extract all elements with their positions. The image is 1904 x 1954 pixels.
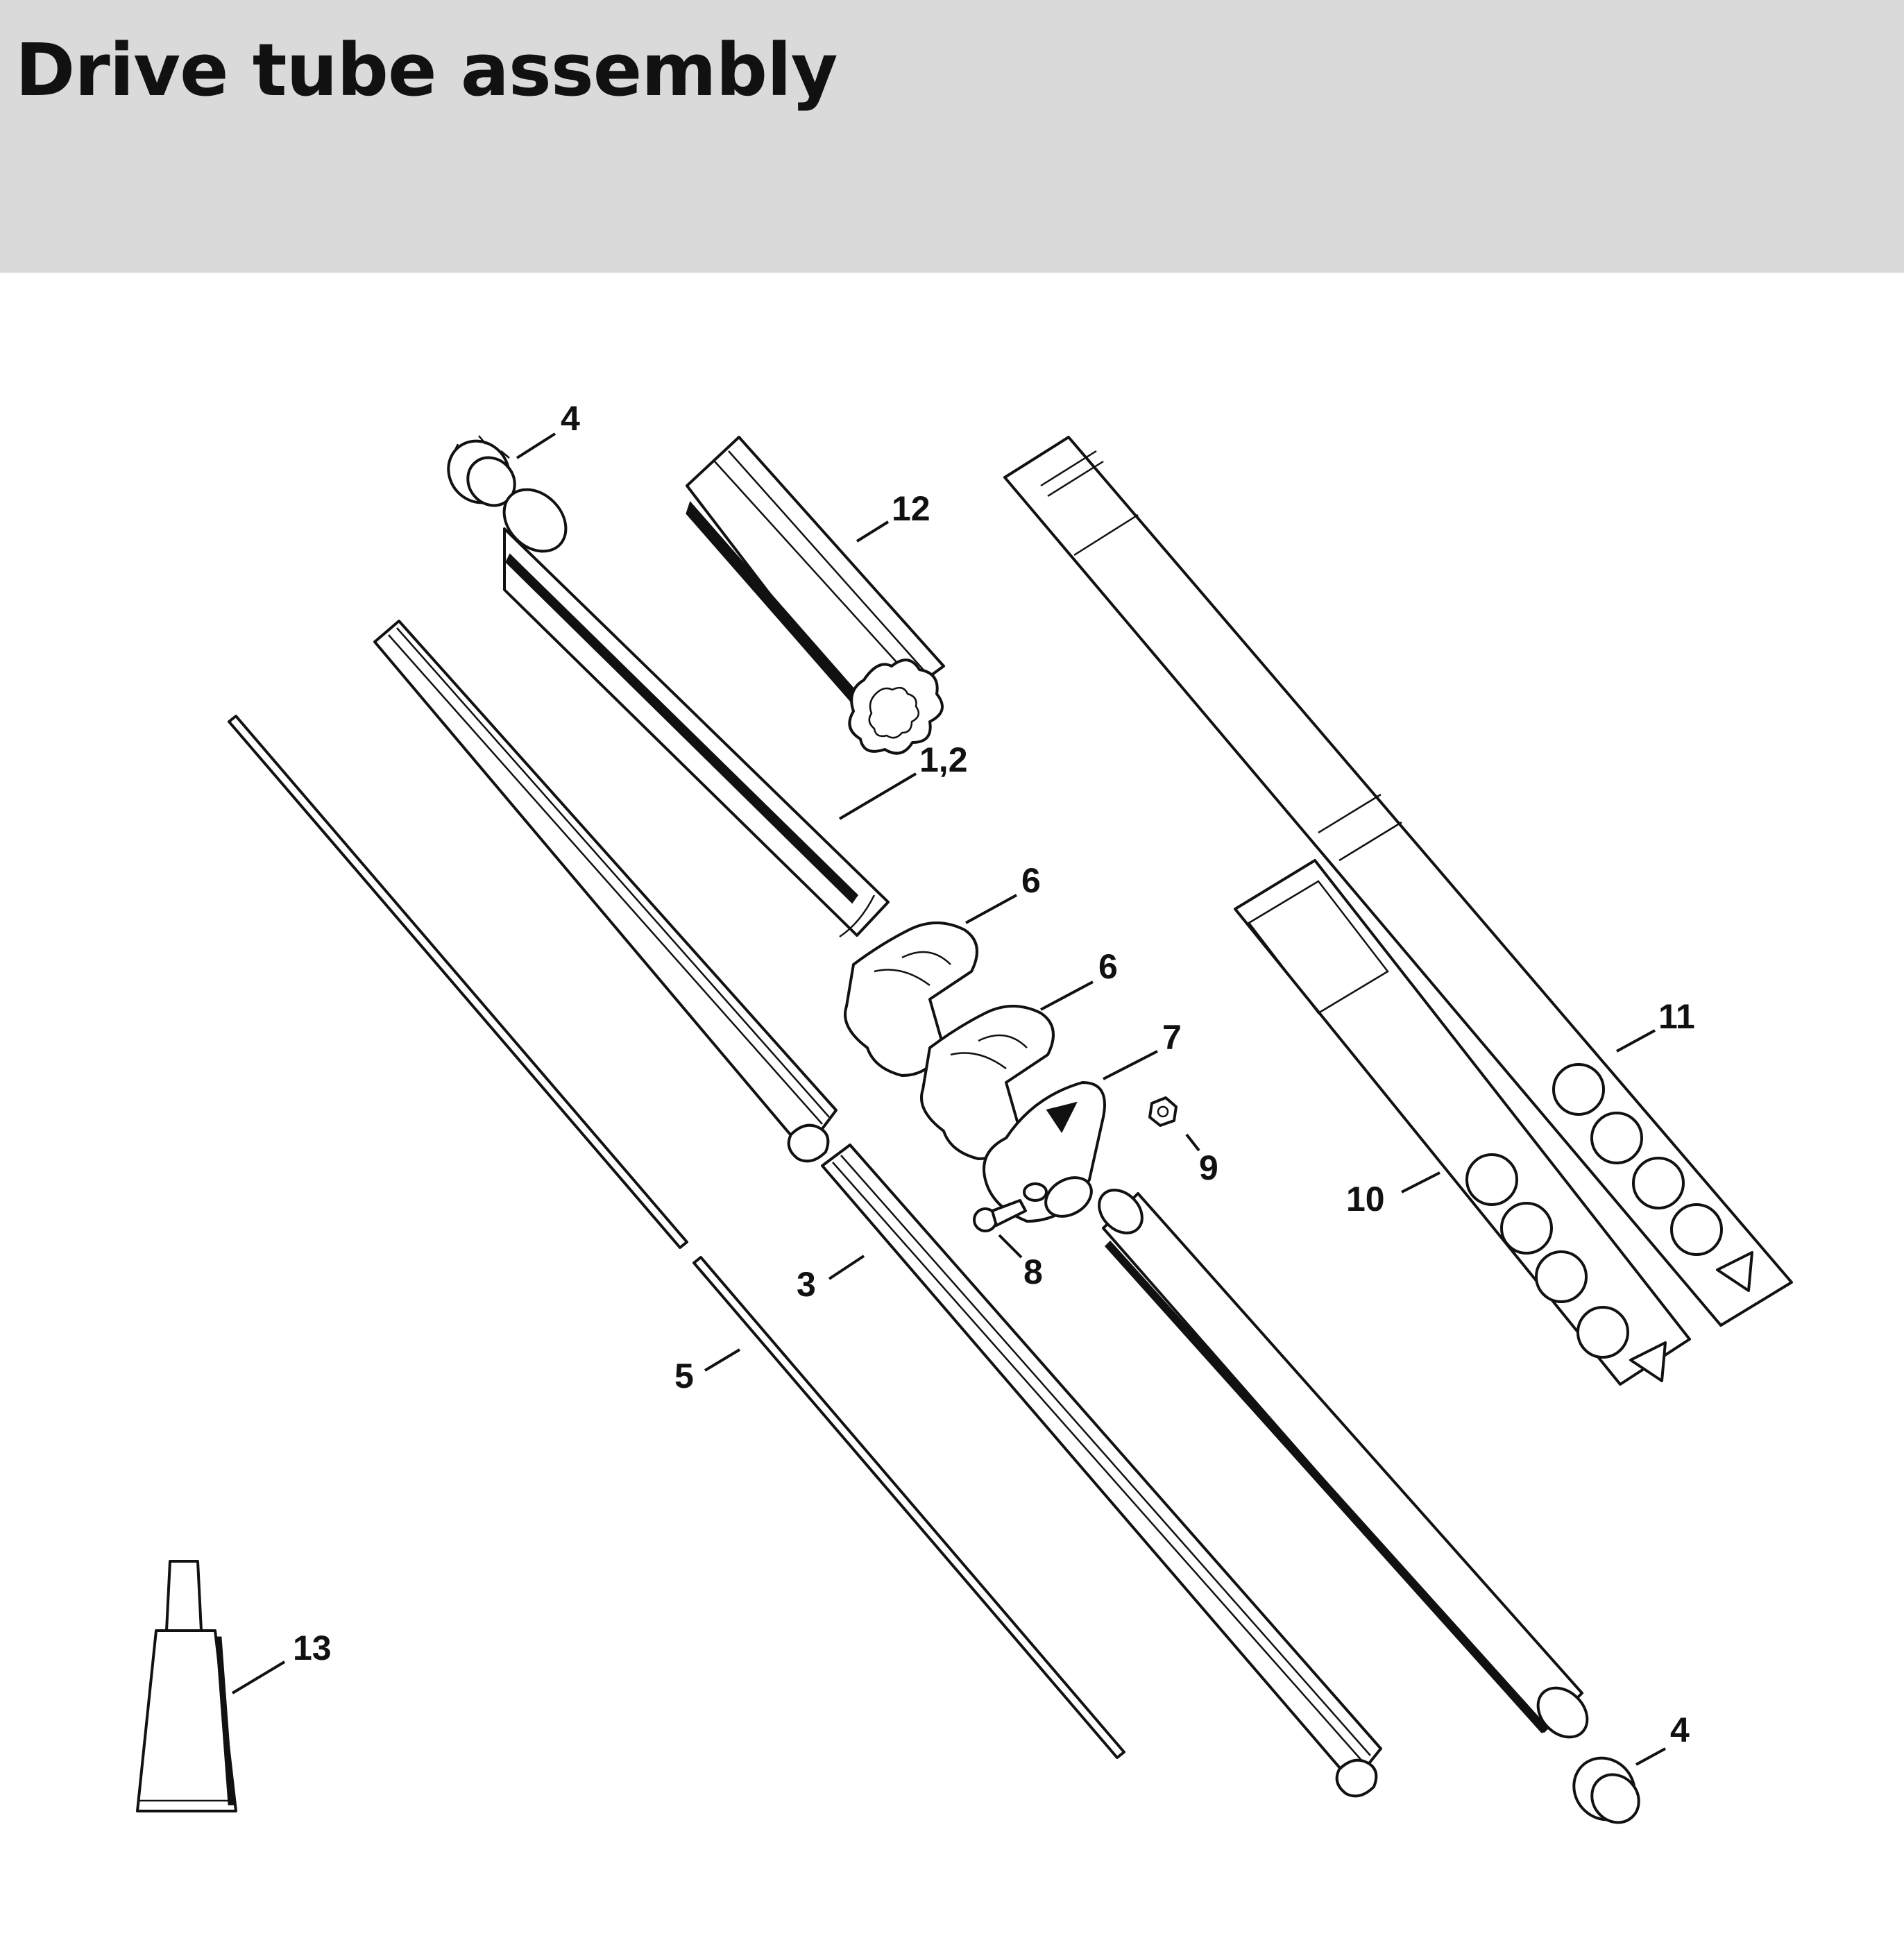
part-6-clamp-b <box>920 1005 1055 1160</box>
header-band: Drive tube assembly <box>0 0 1904 273</box>
part-1-2-drive-tube <box>502 488 890 938</box>
callout-11: 11 <box>1658 997 1695 1036</box>
callout-10: 10 <box>1346 1180 1385 1218</box>
callout-4-top: 4 <box>561 399 580 438</box>
part-13-grease-tube <box>136 1560 237 1812</box>
part-9-nut <box>1148 1096 1178 1127</box>
callout-5: 5 <box>674 1357 694 1395</box>
part-6-clamp-a <box>844 921 978 1077</box>
part-8-screw <box>973 1199 1027 1232</box>
part-7-handle-loop <box>983 1081 1106 1223</box>
part-3-housing-lower <box>821 1144 1382 1798</box>
callout-6-a: 6 <box>1021 861 1041 900</box>
page-title: Drive tube assembly <box>15 28 838 112</box>
part-12-fluted-sleeve <box>686 436 945 755</box>
callout-9: 9 <box>1199 1148 1218 1187</box>
callout-3: 3 <box>797 1265 816 1304</box>
part-4-cap-top <box>447 435 516 507</box>
callout-1-2: 1,2 <box>919 740 968 779</box>
part-5-drive-shaft <box>228 715 1125 1759</box>
callout-4-bottom: 4 <box>1670 1710 1690 1749</box>
callout-12: 12 <box>892 489 930 528</box>
leader-lines <box>231 432 1666 1766</box>
part-drive-tube-lower <box>1098 1189 1589 1739</box>
callout-13: 13 <box>293 1629 332 1667</box>
callout-7: 7 <box>1162 1018 1182 1057</box>
callout-8: 8 <box>1023 1252 1043 1291</box>
callout-6-b: 6 <box>1098 947 1118 986</box>
part-4-cap-bottom <box>1572 1756 1640 1824</box>
part-10-decal-short <box>1234 859 1691 1386</box>
part-3-housing-upper <box>373 620 838 1163</box>
part-11-decal-long <box>1003 436 1793 1327</box>
